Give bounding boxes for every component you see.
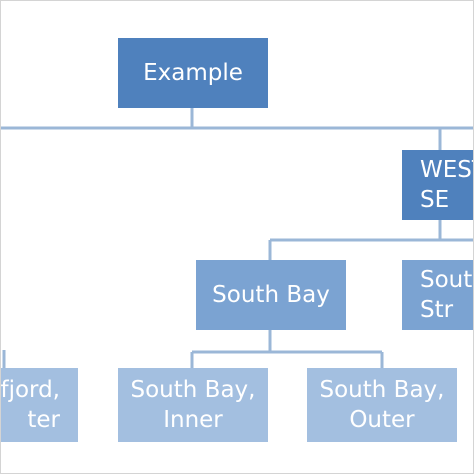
node-root[interactable]: Example — [118, 38, 268, 108]
node-south-bay-outer[interactable]: South Bay, Outer — [307, 368, 457, 442]
node-south-bay-inner[interactable]: South Bay, Inner — [118, 368, 268, 442]
node-level1-right[interactable]: WEST SE — [402, 150, 474, 220]
node-level1-right-label: WEST SE — [420, 157, 474, 213]
node-south-bay-label: South Bay — [212, 282, 330, 308]
node-level3-left[interactable]: fjord, ter — [0, 368, 78, 442]
node-level3-left-label: fjord, ter — [0, 377, 60, 433]
node-root-label: Example — [143, 60, 243, 86]
node-south-bay[interactable]: South Bay — [196, 260, 346, 330]
node-level2-right[interactable]: Sout Str — [402, 260, 474, 330]
node-south-bay-inner-label: South Bay, Inner — [130, 377, 256, 433]
node-level2-right-label: Sout Str — [420, 267, 473, 323]
node-south-bay-outer-label: South Bay, Outer — [319, 377, 445, 433]
